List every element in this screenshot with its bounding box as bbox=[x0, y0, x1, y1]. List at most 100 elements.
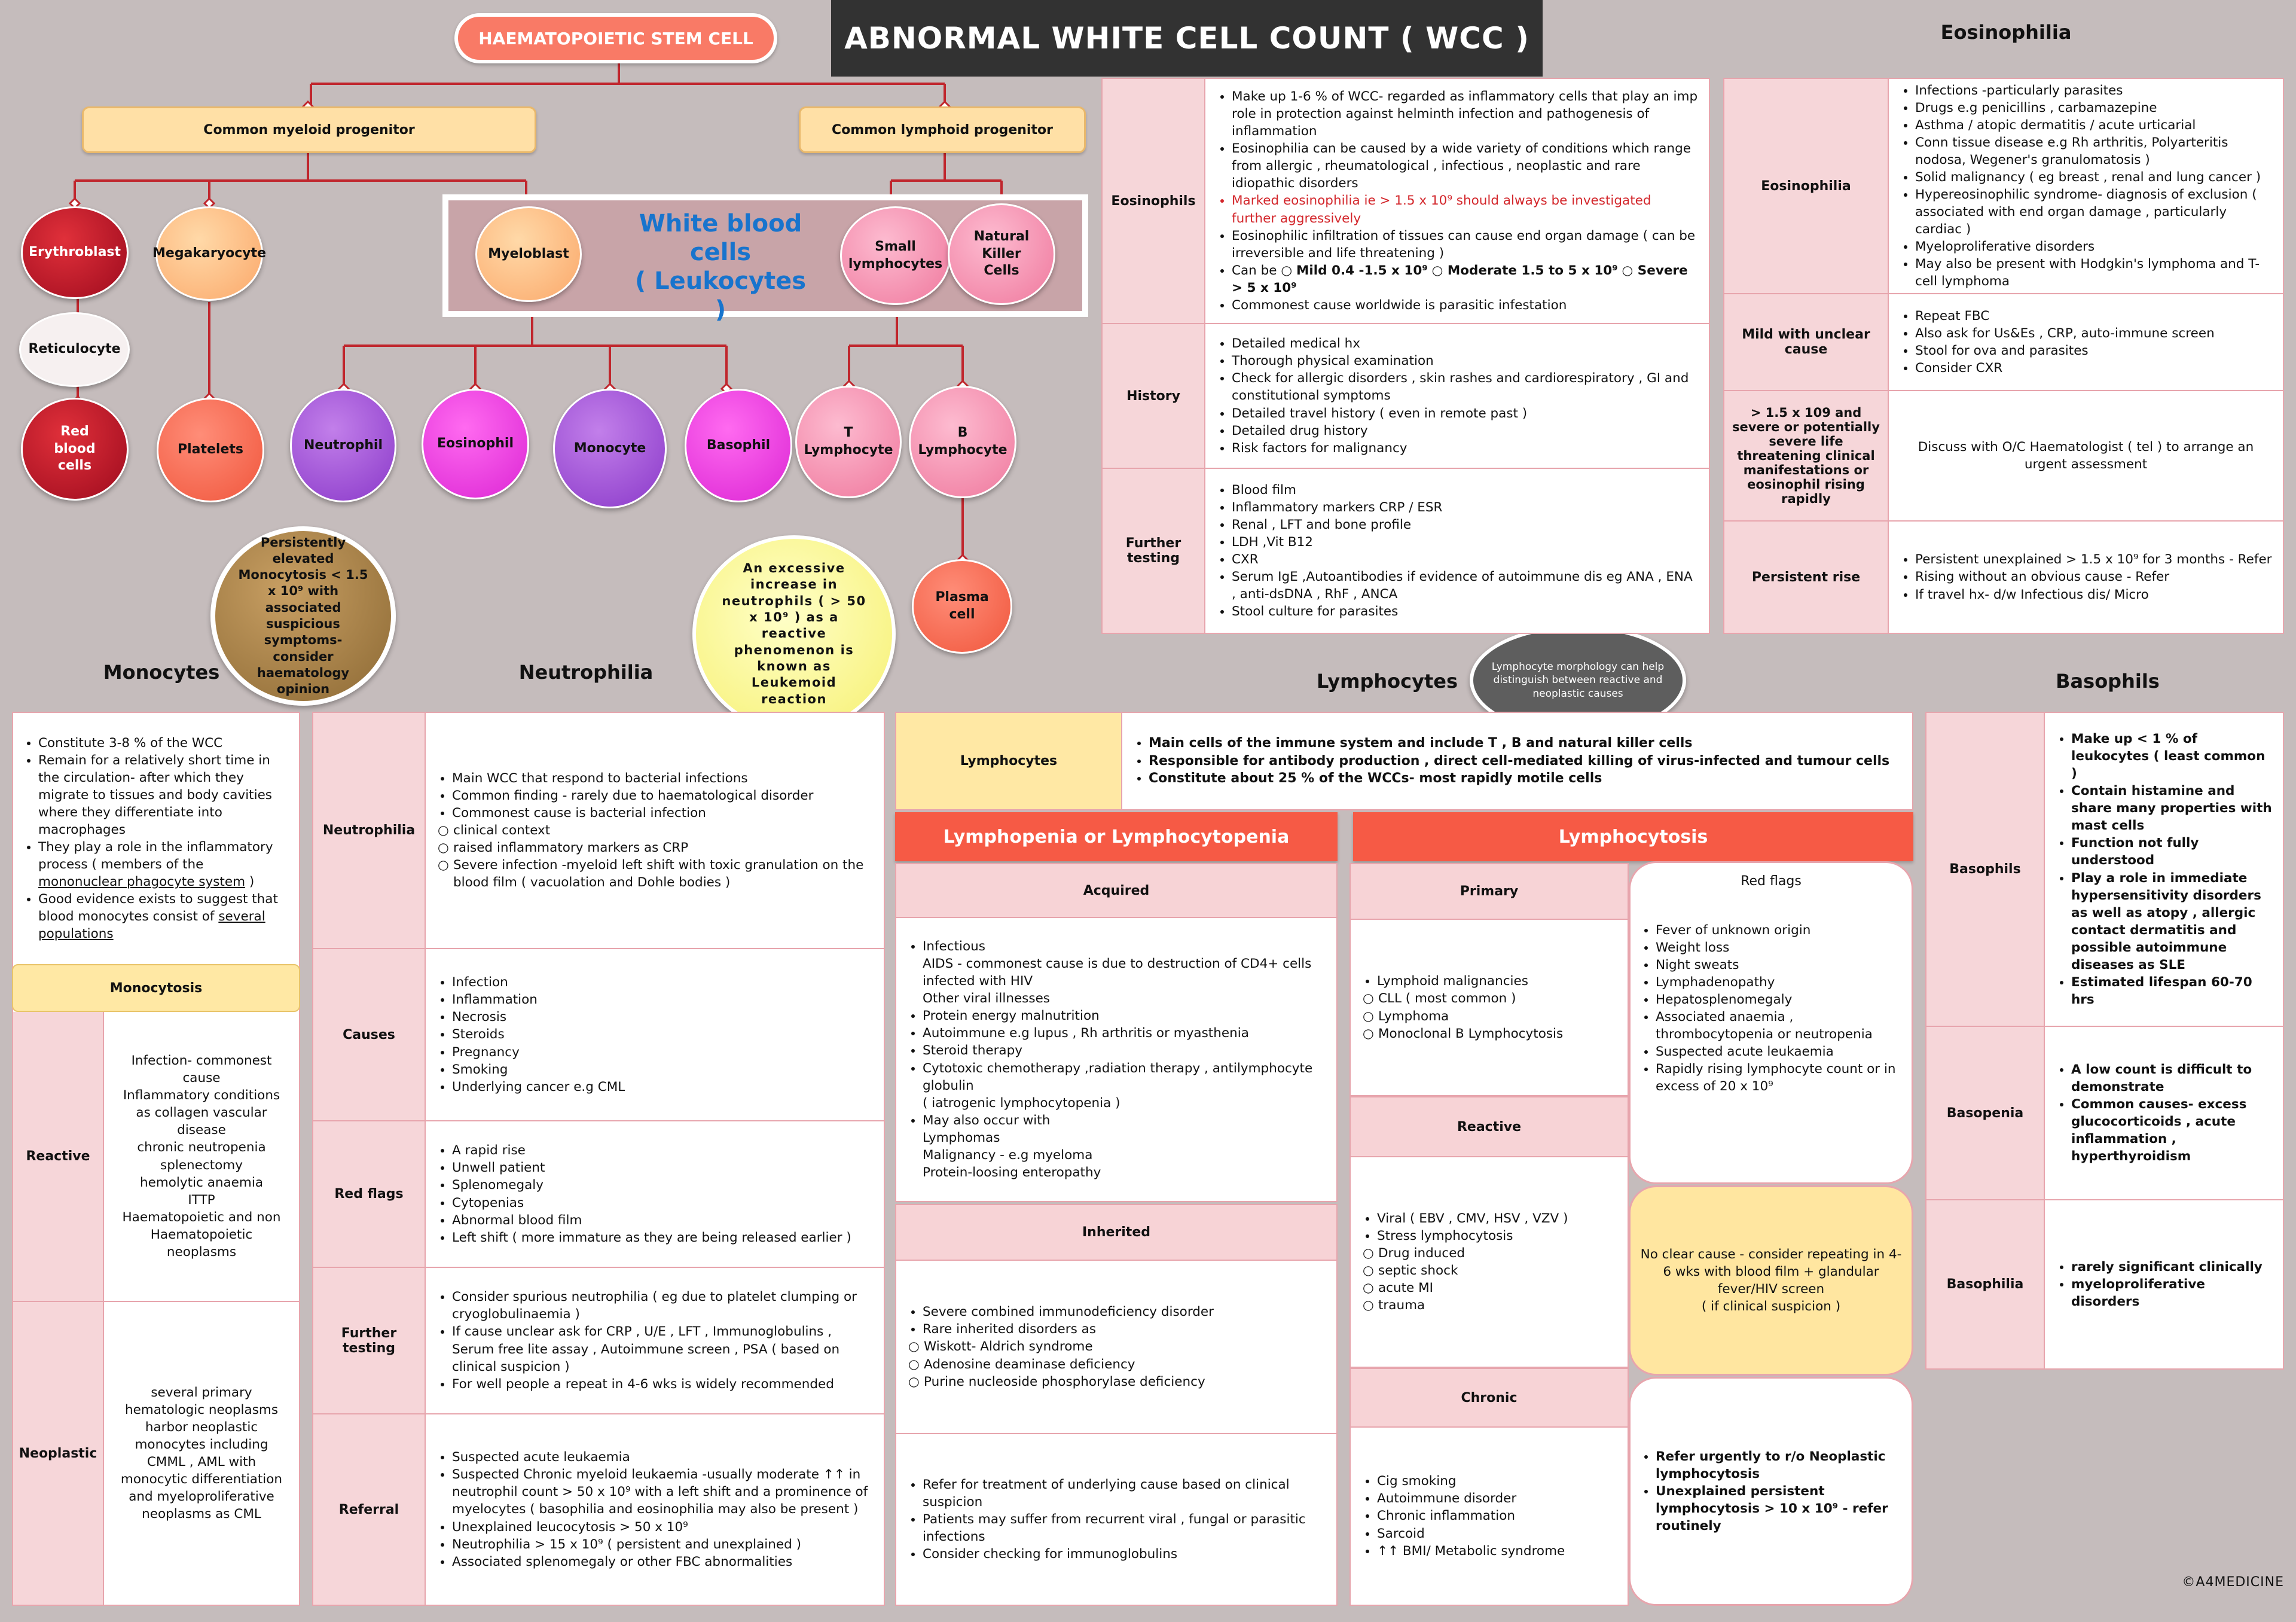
further-item: CXR bbox=[1232, 551, 1698, 568]
monocyte-item: Remain for a relatively short time in th… bbox=[38, 752, 289, 839]
monocytosis-header: Monocytosis bbox=[12, 964, 300, 1012]
basopenia-item: Common causes- excess glucocorticoids , … bbox=[2071, 1096, 2272, 1165]
further-item: LDH ,Vit B12 bbox=[1232, 533, 1698, 551]
no-clear-cause-note: ( if clinical suspicion ) bbox=[1701, 1299, 1841, 1315]
severe-text: Discuss with O/C Haematologist ( tel ) t… bbox=[1918, 439, 2254, 472]
acquired-line: AIDS - commonest cause is due to destruc… bbox=[923, 956, 1312, 989]
eosinophilia-item: Infections -particularly parasites bbox=[1915, 82, 2272, 99]
referral-item: Unexplained leucocytosis > 50 x 10⁹ bbox=[452, 1519, 873, 1536]
acquired-line: Other viral illnesses bbox=[923, 991, 1051, 1007]
lymphocyte-item: Constitute about 25 % of the WCCs- most … bbox=[1149, 770, 1889, 788]
eosinophils-label: Eosinophils bbox=[1103, 79, 1205, 323]
eosinophilia-item: Solid malignancy ( eg breast , renal and… bbox=[1915, 169, 2272, 186]
reticulocyte-node: Reticulocyte bbox=[19, 312, 130, 387]
reactive-panel: Viral ( EBV , CMV, HSV , VZV ) Stress ly… bbox=[1349, 1157, 1629, 1368]
lymphocytes-title: Lymphocytes bbox=[1317, 670, 1458, 693]
reactive-line: Haematopoietic and non Haematopoietic ne… bbox=[122, 1209, 281, 1260]
refer-urgently-box: Refer urgently to r/o Neoplastic lymphoc… bbox=[1629, 1377, 1913, 1606]
eos-item: Make up 1-6 % of WCC- regarded as inflam… bbox=[1232, 88, 1698, 140]
basophils-title: Basophils bbox=[2056, 670, 2160, 693]
acquired-item: May also occur with bbox=[923, 1112, 1326, 1129]
reactive-line: splenectomy bbox=[160, 1157, 243, 1173]
inherited-subitem: Purine nucleoside phosphorylase deficien… bbox=[907, 1373, 1214, 1391]
neutrophilia-label: Neutrophilia bbox=[313, 713, 426, 948]
reactive-line: Inflammatory conditions as collagen vasc… bbox=[123, 1088, 280, 1138]
red-flags-label: Red flags bbox=[313, 1121, 426, 1267]
no-clear-cause-text: No clear cause - consider repeating in 4… bbox=[1640, 1246, 1902, 1297]
eosinophilia-title: Eosinophilia bbox=[1940, 21, 2072, 44]
neutrophil-node: Neutrophil bbox=[290, 389, 396, 502]
mild-item: Also ask for Us&Es , CRP, auto-immune sc… bbox=[1915, 325, 2215, 342]
primary-panel: Lymphoid malignancies CLL ( most common … bbox=[1349, 920, 1629, 1096]
red-flag-item: Splenomegaly bbox=[452, 1176, 851, 1194]
neutrophilia-item: Commonest cause is bacterial infection bbox=[452, 804, 873, 822]
monocytes-title: Monocytes bbox=[103, 661, 220, 684]
further-item: Stool culture for parasites bbox=[1232, 603, 1698, 620]
red-flag-item: A rapid rise bbox=[452, 1142, 851, 1159]
persistent-item: If travel hx- d/w Infectious dis/ Micro bbox=[1915, 586, 2272, 603]
acquired-item: Autoimmune e.g lupus , Rh arthritis or m… bbox=[923, 1025, 1326, 1042]
monocyte-node: Monocyte bbox=[553, 389, 667, 508]
monocyte-item: Constitute 3-8 % of the WCC bbox=[38, 734, 289, 752]
mild-item: Stool for ova and parasites bbox=[1915, 342, 2215, 359]
further-testing-label: Further testing bbox=[1103, 469, 1205, 633]
refer-item: Consider checking for immunoglobulins bbox=[923, 1545, 1326, 1563]
history-item: Risk factors for malignancy bbox=[1232, 440, 1698, 457]
small-lymphocytes-node: Small lymphocytes bbox=[840, 206, 951, 305]
no-clear-cause-box: No clear cause - consider repeating in 4… bbox=[1629, 1185, 1913, 1376]
basophil-item: Estimated lifespan 60-70 hrs bbox=[2071, 974, 2272, 1008]
eos-item: Commonest cause worldwide is parasitic i… bbox=[1232, 297, 1698, 314]
primary-subitem: Monoclonal B Lymphocytosis bbox=[1361, 1025, 1563, 1042]
severe-label: > 1.5 x 109 and severe or potentially se… bbox=[1724, 391, 1889, 520]
myeloblast-node: Myeloblast bbox=[475, 206, 582, 302]
referral-label: Referral bbox=[313, 1414, 426, 1605]
chronic-item: Cig smoking bbox=[1377, 1472, 1565, 1490]
lymph-red-flag-item: Lymphadenopathy bbox=[1656, 974, 1902, 991]
eosinophilia-item: Asthma / atopic dermatitis / acute urtic… bbox=[1915, 117, 2272, 134]
chronic-item: ↑↑ BMI/ Metabolic syndrome bbox=[1377, 1542, 1565, 1560]
reactive-subitem: Drug induced bbox=[1361, 1245, 1568, 1262]
reactive-label: Reactive bbox=[13, 1012, 104, 1301]
acquired-item: Protein energy malnutrition bbox=[923, 1007, 1326, 1025]
basophil-item: Function not fully understood bbox=[2071, 834, 2272, 869]
reactive-line: hemolytic anaemia bbox=[139, 1175, 263, 1190]
causes-label: Causes bbox=[313, 949, 426, 1120]
further-item: Inflammatory markers CRP / ESR bbox=[1232, 499, 1698, 516]
basophil-node: Basophil bbox=[685, 389, 792, 502]
history-label: History bbox=[1103, 324, 1205, 468]
lymph-red-flag-item: Associated anaemia , thrombocytopenia or… bbox=[1656, 1008, 1902, 1043]
cause-item: Pregnancy bbox=[452, 1044, 625, 1061]
eosinophil-node: Eosinophil bbox=[422, 389, 529, 499]
eosinophils-panel: Eosinophils Make up 1-6 % of WCC- regard… bbox=[1101, 78, 1710, 634]
erythroblast-node: Erythroblast bbox=[21, 206, 129, 299]
red-flag-item: Cytopenias bbox=[452, 1194, 851, 1212]
cause-item: Necrosis bbox=[452, 1008, 625, 1026]
lymphocytes-intro-panel: Lymphocytes Main cells of the immune sys… bbox=[895, 712, 1913, 810]
t-lymphocyte-node: T Lymphocyte bbox=[795, 386, 902, 498]
plasma-cell-node: Plasma cell bbox=[912, 559, 1012, 654]
basophil-item: Make up < 1 % of leukocytes ( least comm… bbox=[2071, 730, 2272, 782]
further-neut-item: Consider spurious neutrophilia ( eg due … bbox=[452, 1288, 873, 1323]
reactive-subitem: septic shock bbox=[1361, 1262, 1568, 1279]
chronic-item: Autoimmune disorder bbox=[1377, 1490, 1565, 1507]
lymphocyte-item: Responsible for antibody production , di… bbox=[1149, 752, 1889, 770]
primary-subitem: CLL ( most common ) bbox=[1361, 990, 1563, 1007]
eosinophilia-item: Hypereosinophilic syndrome- diagnosis of… bbox=[1915, 186, 2272, 238]
persistent-rise-label: Persistent rise bbox=[1724, 522, 1889, 633]
acquired-item: Steroid therapy bbox=[923, 1042, 1326, 1059]
eos-red-item: Marked eosinophilia ie > 1.5 x 10⁹ shoul… bbox=[1232, 192, 1698, 227]
neutrophilia-subitem: Severe infection -myeloid left shift wit… bbox=[436, 856, 873, 891]
persistent-item: Rising without an obvious cause - Refer bbox=[1915, 568, 2272, 586]
basophilia-item: rarely significant clinically bbox=[2071, 1258, 2272, 1276]
eosinophilia-panel: Eosinophilia Infections -particularly pa… bbox=[1723, 78, 2284, 634]
neutrophilia-item: Common finding - rarely due to haematolo… bbox=[452, 787, 873, 804]
basophil-item: Play a role in immediate hypersensitivit… bbox=[2071, 870, 2272, 974]
referral-item: Associated splenomegaly or other FBC abn… bbox=[452, 1553, 873, 1571]
acquired-line: Malignancy - e.g myeloma bbox=[923, 1147, 1093, 1163]
further-item: Renal , LFT and bone profile bbox=[1232, 516, 1698, 533]
history-item: Detailed travel history ( even in remote… bbox=[1232, 405, 1698, 422]
basophilia-item: myeloproliferative disorders bbox=[2071, 1276, 2272, 1310]
eosinophilia-item: Myeloproliferative disorders bbox=[1915, 238, 2272, 255]
eosinophilia-item: May also be present with Hodgkin's lymph… bbox=[1915, 255, 2272, 290]
cause-item: Infection bbox=[452, 974, 625, 991]
